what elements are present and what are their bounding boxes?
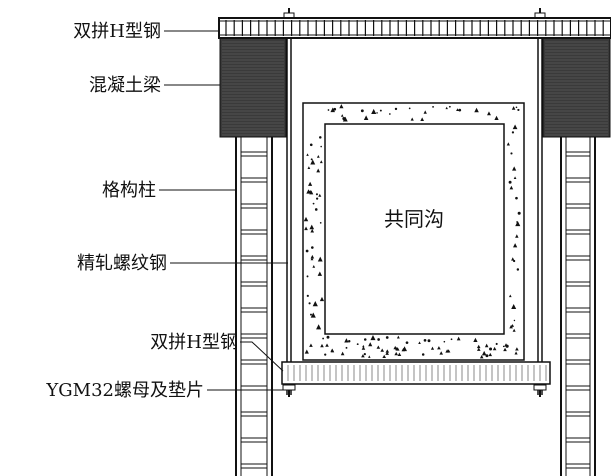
bottom-double-h-beam [281,361,551,385]
label-rebar-rod: 精轧螺纹钢 [77,253,167,274]
left-concrete-beam [219,37,287,138]
label-lattice-column: 格构柱 [102,180,156,201]
top-bolts [283,8,546,19]
right-concrete-beam [542,37,611,138]
rebar-rods [286,38,543,395]
nut-washers [282,384,547,397]
left-lattice-column [235,137,273,476]
label-bottom-beam: 双拼H型钢 [150,332,238,353]
top-double-h-beam [218,17,611,39]
right-lattice-column [560,137,596,476]
label-concrete-beam: 混凝土梁 [89,75,161,96]
leader-lines [159,30,288,391]
utility-tunnel [302,102,525,361]
tunnel-label: 共同沟 [384,207,444,231]
label-top-beam: 双拼H型钢 [73,21,161,42]
label-nut-washer: YGM32螺母及垫片 [45,380,204,401]
